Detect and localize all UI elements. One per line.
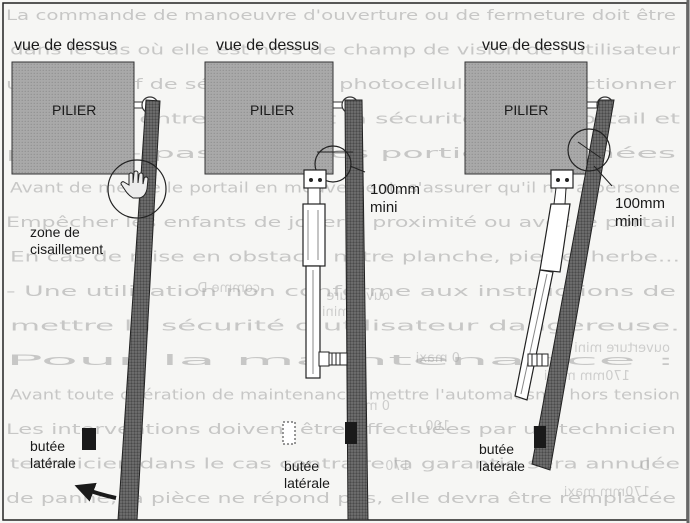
distance-circle-3 xyxy=(567,128,611,172)
bleed-line: de panne, la pièce ne répond pas, elle d… xyxy=(6,491,676,507)
bleed-fragment: 100 xyxy=(425,419,450,434)
bleed-line: mettre la sécurité d'utilisateur dangere… xyxy=(10,319,680,335)
bleed-line: En cas de mise en obstacle notre planche… xyxy=(10,250,680,266)
gate-leaf-2 xyxy=(344,99,369,521)
panel-1-pillar-label: PILIER xyxy=(52,102,97,118)
gate-leaf-1 xyxy=(117,99,161,521)
side-stop-1 xyxy=(82,428,96,450)
bleed-line: - Une utilisation non conforme aux instr… xyxy=(6,284,676,300)
panel-3-title: vue de dessus xyxy=(482,37,586,54)
side-stop-3 xyxy=(534,426,546,448)
bleed-line: technicien dans le cas contraire la gara… xyxy=(10,457,680,473)
bleed-fragment: ouverture mini xyxy=(574,341,670,356)
bleed-line: Avant de mettre le portail en mouvement,… xyxy=(10,181,680,197)
bleed-line: Avant toute opération de maintenance, me… xyxy=(10,388,680,404)
bleed-fragment: D xyxy=(640,459,650,474)
actuator-3 xyxy=(514,169,574,401)
hand-icon xyxy=(120,170,149,199)
distance-circle-2 xyxy=(314,145,352,183)
panel-1 xyxy=(11,61,167,521)
shear-zone-circle xyxy=(107,159,167,219)
panel-2-pillar-label: PILIER xyxy=(250,102,295,118)
bleed-fragment: 0 maxi xyxy=(416,351,460,366)
shear-zone-label: zone de cisaillement xyxy=(30,224,104,257)
panel-2 xyxy=(204,61,369,521)
panel-3-pillar-label: PILIER xyxy=(504,102,549,118)
pillar-2 xyxy=(204,61,334,175)
bleed-line: dans le cas où elle est hors de champ de… xyxy=(10,43,680,59)
bleed-fragment: 170mm maxi xyxy=(564,485,650,500)
panel-1-stop-label: butée latérale xyxy=(30,438,76,471)
actuator-2 xyxy=(302,169,348,379)
side-stop-ghost xyxy=(282,421,296,445)
panel-3-stop-label: butée latérale xyxy=(479,441,525,474)
pillar-3 xyxy=(464,61,588,175)
opening-arrow xyxy=(74,482,117,502)
panel-1-title: vue de dessus xyxy=(14,37,118,54)
bleed-fragment: mini xyxy=(322,305,350,320)
panel-2-title: vue de dessus xyxy=(216,37,320,54)
bleed-line: Les interventions doivent être effectuée… xyxy=(6,422,676,438)
gate-leaf-3 xyxy=(531,99,615,471)
panel-3 xyxy=(464,61,615,471)
bleed-fragment: comme D xyxy=(197,281,260,296)
panel-2-stop-label: butée latérale xyxy=(284,458,330,491)
bleed-line: Empêcher les enfants de jouer à proximit… xyxy=(6,215,676,231)
bleed-fragment: 170 xyxy=(385,459,410,474)
bleed-line: La commande de manoeuvre d'ouverture ou … xyxy=(6,8,676,24)
side-stop-2 xyxy=(345,422,357,444)
pillar-1 xyxy=(11,61,135,175)
panel-3-distance-label: 100mm mini xyxy=(615,195,666,230)
panel-2-distance-label: 100mm mini xyxy=(370,181,421,216)
